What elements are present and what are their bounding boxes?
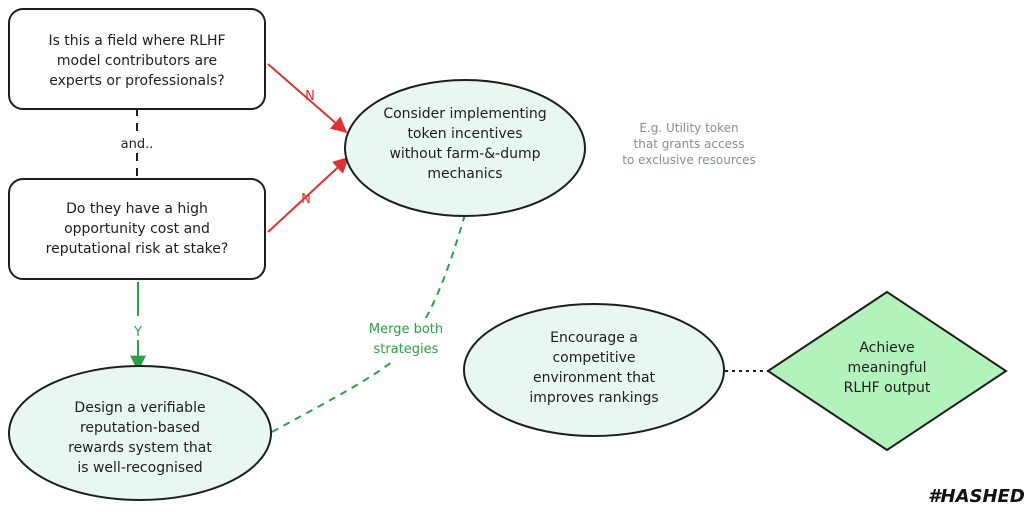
- achieve-line1: Achieve: [859, 340, 914, 356]
- question-cost-line2: opportunity cost and: [64, 221, 210, 237]
- no-arrow-q2-token: [267, 156, 350, 233]
- compete-line1: Encourage a: [550, 330, 638, 346]
- token-incentives-node: Consider implementing token incentives w…: [344, 79, 586, 217]
- achieve-output-node: Achieve meaningful RLHF output: [766, 290, 1008, 452]
- question-cost-line3: reputational risk at stake?: [46, 241, 229, 257]
- question-node-opportunity-cost: Do they have a high opportunity cost and…: [8, 178, 266, 280]
- achieve-line2: meaningful: [847, 360, 926, 376]
- reputation-system-node: Design a verifiable reputation-based rew…: [8, 365, 272, 501]
- note-line3: to exclusive resources: [622, 153, 756, 167]
- question-experts-line2: model contributors are: [57, 53, 217, 69]
- compete-line3: environment that: [533, 370, 656, 386]
- token-line4: mechanics: [427, 166, 502, 182]
- reputation-line2: reputation-based: [80, 420, 200, 436]
- question-node-experts: Is this a field where RLHF model contrib…: [8, 8, 266, 110]
- merge-label-line2: strategies: [374, 342, 439, 357]
- achieve-line3: RLHF output: [844, 380, 931, 396]
- merge-label-line1: Merge both: [369, 322, 443, 337]
- question-cost-line1: Do they have a high: [66, 201, 208, 217]
- note-line2: that grants access: [634, 137, 745, 151]
- token-line3: without farm-&-dump: [389, 146, 540, 162]
- merge-connector: [271, 189, 473, 433]
- no-label-1: N: [305, 89, 315, 104]
- token-line1: Consider implementing: [383, 106, 546, 122]
- reputation-line3: rewards system that: [68, 440, 212, 456]
- reputation-line4: is well-recognised: [77, 460, 202, 476]
- question-experts-line3: experts or professionals?: [49, 73, 224, 89]
- note-line1: E.g. Utility token: [639, 121, 738, 135]
- utility-token-note: E.g. Utility token that grants access to…: [622, 121, 756, 167]
- and-label: and..: [121, 137, 154, 152]
- compete-line4: improves rankings: [529, 390, 658, 406]
- competitive-environment-node: Encourage a competitive environment that…: [463, 303, 725, 437]
- reputation-line1: Design a verifiable: [74, 400, 205, 416]
- compete-line2: competitive: [552, 350, 635, 366]
- no-label-2: N: [301, 192, 311, 207]
- question-experts-line1: Is this a field where RLHF: [48, 33, 225, 49]
- yes-label: Y: [133, 325, 142, 340]
- hashed-logo: #HASHED: [928, 486, 1024, 507]
- token-line2: token incentives: [407, 126, 522, 142]
- no-arrow-q1-token: [267, 63, 348, 134]
